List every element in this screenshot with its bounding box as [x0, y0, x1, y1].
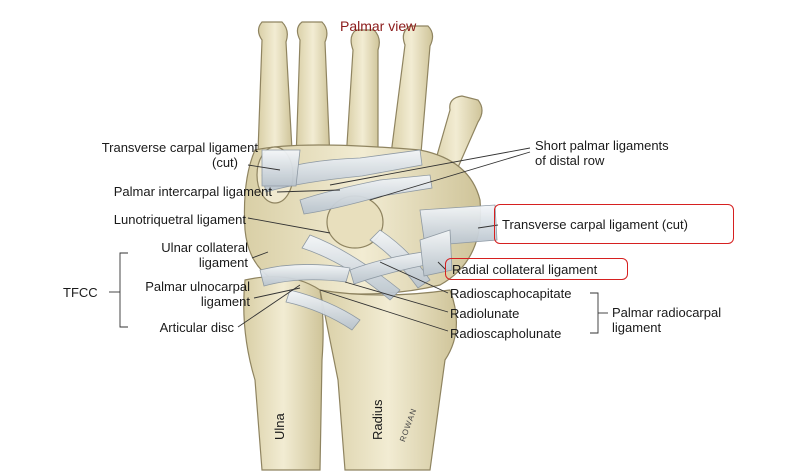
label-palmar-radiocarpal: Palmar radiocarpal ligament — [612, 305, 722, 335]
label-radius: Radius — [370, 399, 385, 440]
forearm-bones — [243, 276, 458, 471]
diagram-title: Palmar view — [340, 18, 417, 34]
label-palmar-intercarpal: Palmar intercarpal ligament — [113, 184, 272, 199]
ligament-bands — [259, 149, 498, 331]
label-lunotriquetral: Lunotriquetral ligament — [113, 212, 246, 227]
label-palmar-ulnocarpal: Palmar ulnocarpal ligament — [145, 279, 250, 309]
label-radiolunate: Radiolunate — [450, 306, 520, 321]
label-radioscapholunate: Radioscapholunate — [450, 326, 562, 341]
label-ulnar-collateral: Ulnar collateral ligament — [161, 240, 248, 270]
label-articular-disc: Articular disc — [159, 320, 234, 335]
label-radial-collateral: Radial collateral ligament — [452, 262, 598, 277]
highlight-box-radial-collateral — [445, 258, 628, 280]
label-transverse-carpal-left: Transverse carpal ligament (cut) — [101, 140, 258, 170]
label-transverse-carpal-right: Transverse carpal ligament (cut) — [502, 217, 688, 232]
highlight-box-transverse — [494, 204, 734, 244]
leader-lines — [109, 147, 608, 334]
label-ulna: Ulna — [272, 413, 287, 440]
label-tfcc: TFCC — [63, 285, 98, 300]
label-radioscaphocapitate: Radioscaphocapitate — [450, 286, 572, 301]
label-short-palmar: Short palmar ligaments of distal row — [535, 138, 669, 168]
